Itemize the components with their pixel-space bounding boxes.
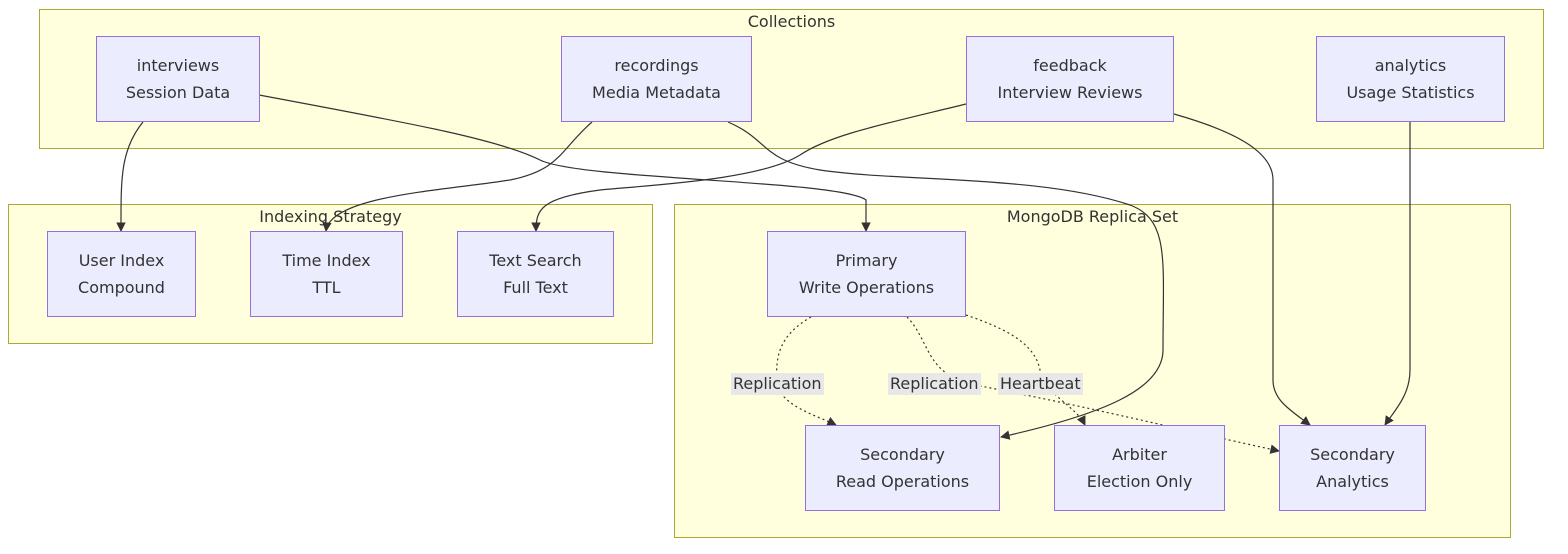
node-primary-subtitle: Write Operations (798, 278, 935, 297)
node-time-index-title: Time Index (282, 251, 371, 270)
edge-analytics-secondary-analytics (1384, 122, 1411, 426)
node-arbiter-subtitle: Election Only (1086, 472, 1193, 491)
edge-label-heartbeat: Heartbeat (998, 373, 1083, 395)
edge-label-replication-2: Replication (888, 373, 981, 395)
node-time-index[interactable]: Time Index TTL (250, 231, 403, 317)
edge-interviews-primary (258, 94, 871, 232)
node-feedback-subtitle: Interview Reviews (997, 83, 1143, 102)
edge-recordings-time-index (322, 121, 593, 232)
node-interviews-subtitle: Session Data (125, 83, 231, 102)
node-analytics-subtitle: Usage Statistics (1346, 83, 1475, 102)
node-primary[interactable]: Primary Write Operations (767, 231, 966, 317)
node-user-index-subtitle: Compound (78, 278, 165, 297)
node-user-index-title: User Index (78, 251, 165, 270)
node-secondary-read-subtitle: Read Operations (835, 472, 970, 491)
node-feedback-title: feedback (1033, 56, 1107, 75)
edge-interviews-user-index (116, 121, 144, 232)
edge-label-replication-1: Replication (731, 373, 824, 395)
node-secondary-analytics-subtitle: Analytics (1316, 472, 1389, 491)
node-time-index-subtitle: TTL (312, 278, 341, 297)
node-primary-title: Primary (835, 251, 898, 270)
node-interviews[interactable]: interviews Session Data (96, 36, 260, 122)
edge-feedback-text-search (531, 103, 967, 232)
node-user-index[interactable]: User Index Compound (47, 231, 196, 317)
node-secondary-analytics[interactable]: Secondary Analytics (1279, 425, 1426, 511)
node-text-search-subtitle: Full Text (503, 278, 568, 297)
edge-feedback-secondary-analytics (1173, 113, 1311, 426)
node-analytics-title: analytics (1374, 56, 1447, 75)
node-analytics[interactable]: analytics Usage Statistics (1316, 36, 1505, 122)
node-text-search-title: Text Search (489, 251, 582, 270)
edge-primary-arbiter (965, 314, 1086, 426)
edge-recordings-secondary-read (727, 121, 1165, 440)
node-interviews-title: interviews (136, 56, 220, 75)
collections-cluster-title: Collections (747, 12, 836, 31)
node-secondary-analytics-title: Secondary (1310, 445, 1395, 464)
node-feedback[interactable]: feedback Interview Reviews (966, 36, 1174, 122)
node-recordings-title: recordings (614, 56, 699, 75)
node-arbiter-title: Arbiter (1112, 445, 1167, 464)
collections-cluster: Collections (39, 9, 1544, 149)
replica-set-cluster-title: MongoDB Replica Set (1006, 207, 1179, 226)
node-secondary-read[interactable]: Secondary Read Operations (805, 425, 1000, 511)
node-arbiter[interactable]: Arbiter Election Only (1054, 425, 1225, 511)
node-recordings[interactable]: recordings Media Metadata (561, 36, 752, 122)
node-text-search[interactable]: Text Search Full Text (457, 231, 614, 317)
edge-primary-secondary-read (776, 316, 837, 426)
node-secondary-read-title: Secondary (860, 445, 945, 464)
indexing-cluster-title: Indexing Strategy (259, 207, 402, 226)
node-recordings-subtitle: Media Metadata (592, 83, 721, 102)
